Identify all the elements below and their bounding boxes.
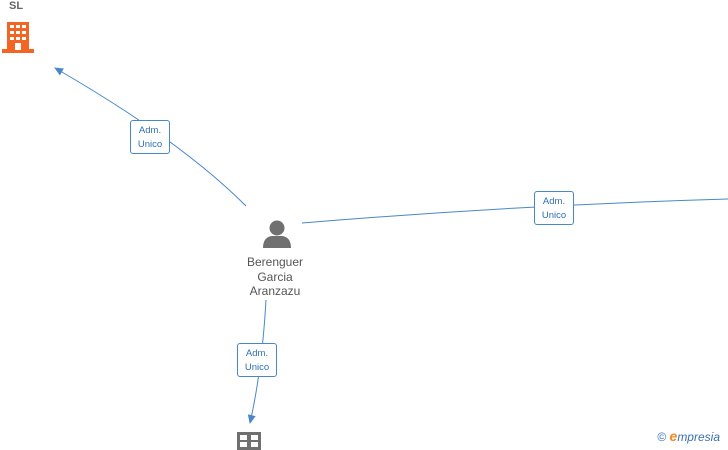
building-icon[interactable] xyxy=(2,20,34,54)
person-name[interactable]: Berenguer Garcia Aranzazu xyxy=(232,255,318,299)
empresia-watermark[interactable]: © empresia xyxy=(657,428,720,444)
company-label-top-left: SL xyxy=(9,0,24,12)
person-name-line-2: Garcia xyxy=(257,269,293,284)
edge-label-bottom: Adm. Unico xyxy=(237,343,277,377)
edge-label-line: Unico xyxy=(541,210,567,221)
edge-label-line: Adm. xyxy=(138,125,162,136)
building-grid-icon[interactable] xyxy=(237,432,261,450)
edge-label-line: Unico xyxy=(244,362,270,373)
brand-name: mpresia xyxy=(677,430,720,444)
brand-initial: e xyxy=(669,428,678,444)
edge-label-line: Adm. xyxy=(245,348,269,359)
edge-label-right: Adm. Unico xyxy=(534,191,574,225)
edge-label-line: Adm. xyxy=(542,196,566,207)
person-icon[interactable] xyxy=(262,219,292,249)
copyright-icon: © xyxy=(657,430,667,444)
edge-label-line: Unico xyxy=(137,139,163,150)
edge-to-right-company xyxy=(301,198,728,224)
person-name-line-3: Aranzazu xyxy=(249,284,301,298)
person-name-line-1: Berenguer xyxy=(246,255,304,269)
edge-label-top-left: Adm. Unico xyxy=(130,120,170,154)
